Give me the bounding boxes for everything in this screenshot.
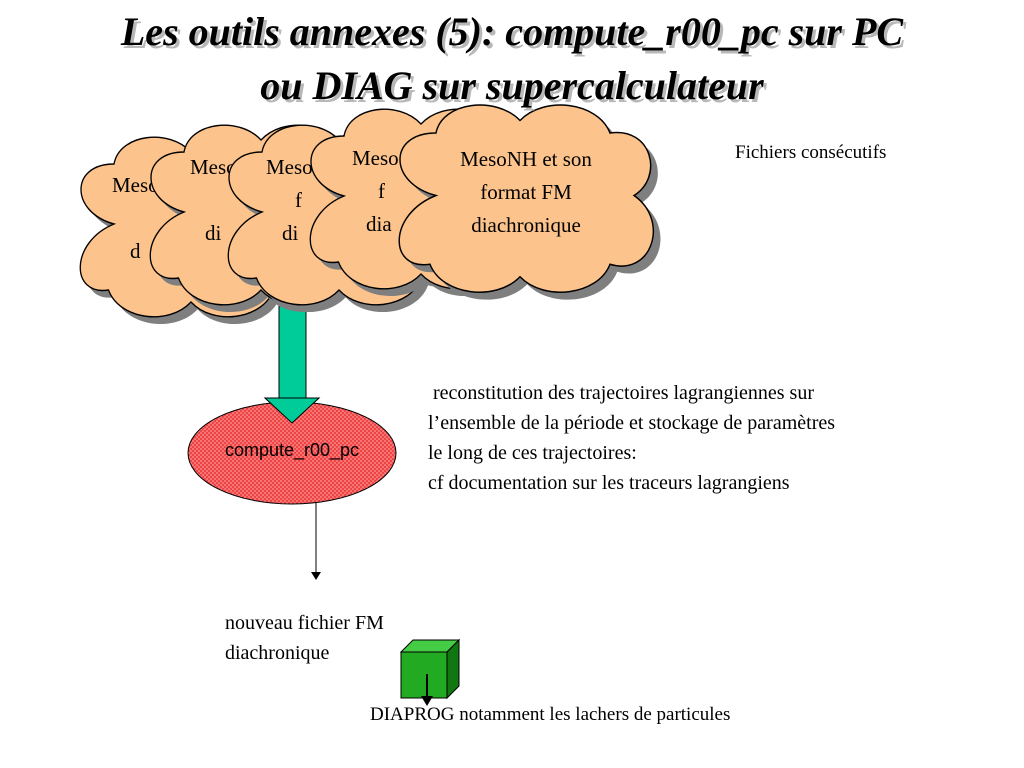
cloud-4-text-line2: f (378, 179, 385, 203)
cloud-4-text-line3: dia (366, 212, 392, 236)
file-cube-shape (399, 638, 461, 700)
nouveau-fichier-label: nouveau fichier FM diachronique (225, 608, 384, 668)
cube-arrow-head (421, 696, 433, 706)
reconstitution-description: reconstitution des trajectoires lagrangi… (428, 382, 836, 494)
nouveau-fichier-line2: diachronique (225, 642, 330, 664)
slide-title-line2: ou DIAG sur supercalculateur (260, 63, 764, 108)
cloud-1-text-line3: d (130, 239, 141, 263)
cloud-4-text-line1: Meso (352, 146, 399, 170)
compute-r00-pc-label: compute_r00_pc (224, 440, 360, 460)
output-arrow-head (311, 572, 321, 580)
cloud-3-text-line1: Meso (266, 155, 313, 179)
nouveau-fichier-line1: nouveau fichier FM (225, 612, 384, 634)
down-arrow-tip (263, 397, 321, 424)
cloud-5-text-line1: MesoNH et son (460, 147, 592, 171)
cloud-3-text-line2: f (295, 188, 302, 212)
diaprog-label: DIAPROG notamment les lachers de particu… (370, 704, 731, 725)
cloud-5-text-line3: diachronique (471, 213, 581, 237)
cloud-2-text-line3: di (205, 221, 222, 245)
slide-title-line1: Les outils annexes (5): compute_r00_pc s… (120, 9, 904, 54)
cloud-3-text-line3: di (282, 221, 299, 245)
cloud-5-text-line2: format FM (480, 180, 572, 204)
fichiers-consecutifs-label: Fichiers consécutifs (735, 142, 887, 163)
